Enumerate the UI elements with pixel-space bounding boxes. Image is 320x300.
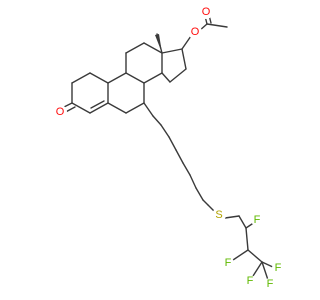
bond (182, 162, 191, 176)
svg-text:O: O (56, 106, 65, 118)
bond (71, 72, 91, 84)
carbonyl-oxygen-atom: O (199, 5, 213, 19)
bond (206, 23, 228, 28)
bond (195, 187, 204, 201)
svg-text:F: F (275, 262, 282, 274)
atom-label-layer: O O O S F F F F (53, 5, 284, 290)
fluorine-atom: F (264, 278, 276, 290)
bond (143, 72, 163, 84)
bond (107, 72, 127, 84)
bond (261, 261, 269, 281)
bond (189, 174, 197, 189)
fluorine-atom: F (272, 262, 284, 274)
bond (107, 102, 127, 114)
svg-text:F: F (267, 278, 274, 290)
svg-text:F: F (254, 214, 261, 226)
bond (143, 102, 154, 117)
bond (181, 35, 192, 50)
bond (125, 102, 145, 114)
svg-text:F: F (225, 257, 232, 269)
bond (224, 215, 240, 219)
bond (207, 204, 215, 212)
bond (143, 42, 163, 54)
wedge-bond (155, 34, 162, 53)
bond (71, 102, 91, 114)
bond (161, 72, 171, 83)
bond (168, 136, 177, 151)
bond (252, 261, 263, 277)
bond (152, 115, 162, 126)
bond (161, 48, 183, 54)
bond (202, 199, 209, 206)
bond (90, 100, 105, 109)
bond (89, 102, 109, 114)
fluorine-atom: F (251, 214, 263, 226)
bond (125, 42, 145, 54)
bond (245, 227, 249, 251)
bond (247, 249, 263, 263)
bond (175, 149, 184, 164)
sulfur-atom: S (212, 208, 226, 222)
bond (89, 72, 109, 84)
svg-text:F: F (247, 275, 254, 287)
bond (125, 72, 145, 84)
ester-oxygen-atom: O (188, 25, 202, 39)
fluorine-atom: F (222, 257, 234, 269)
bond-layer (57, 14, 276, 281)
bond (160, 124, 170, 138)
svg-text:O: O (191, 26, 200, 38)
bond (238, 215, 247, 229)
molecule-diagram: O O O S F F F F (53, 5, 284, 290)
bond (181, 48, 187, 70)
svg-text:O: O (202, 6, 211, 18)
svg-text:S: S (215, 209, 222, 221)
fluorine-atom: F (244, 275, 256, 287)
bond (169, 68, 187, 83)
ketone-oxygen-atom: O (53, 105, 67, 119)
